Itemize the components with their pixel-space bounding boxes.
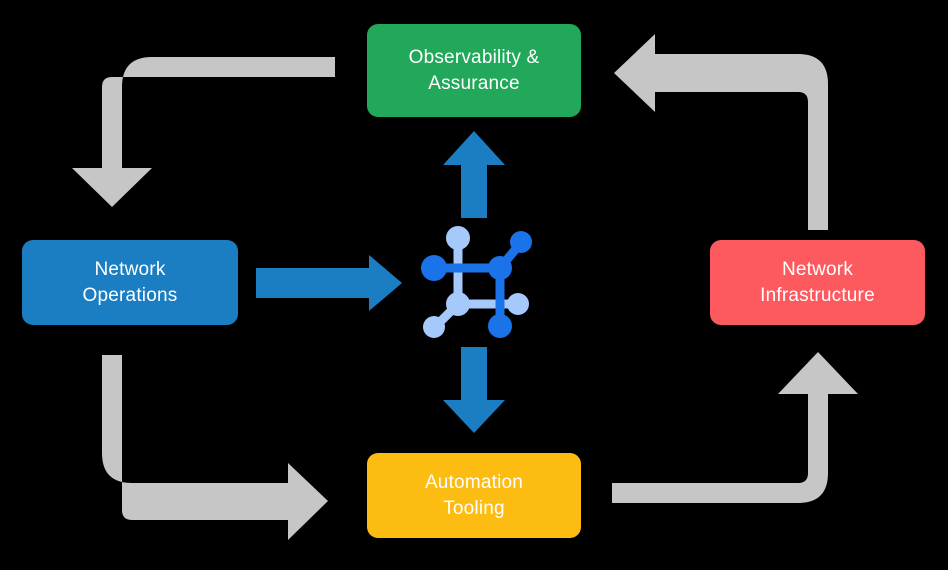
node-automation-tooling[interactable]: Automation Tooling bbox=[367, 453, 581, 538]
node-network-infrastructure[interactable]: Network Infrastructure bbox=[710, 240, 925, 325]
connector-ops-to-automation bbox=[102, 355, 328, 540]
connector-infrastructure-to-observability bbox=[614, 34, 828, 230]
connector-automation-to-infrastructure bbox=[612, 352, 858, 503]
connector-ops-to-center bbox=[256, 255, 402, 311]
topology-nodes-light bbox=[423, 226, 529, 338]
topology-links-light bbox=[431, 235, 523, 331]
connector-center-to-observability bbox=[443, 131, 505, 218]
topology-nodes-dark bbox=[421, 231, 532, 338]
connector-center-to-automation bbox=[443, 347, 505, 433]
network-topology-icon bbox=[421, 226, 532, 338]
connector-observability-to-ops bbox=[72, 57, 335, 207]
node-network-operations[interactable]: Network Operations bbox=[22, 240, 238, 325]
node-observability-assurance[interactable]: Observability & Assurance bbox=[367, 24, 581, 117]
